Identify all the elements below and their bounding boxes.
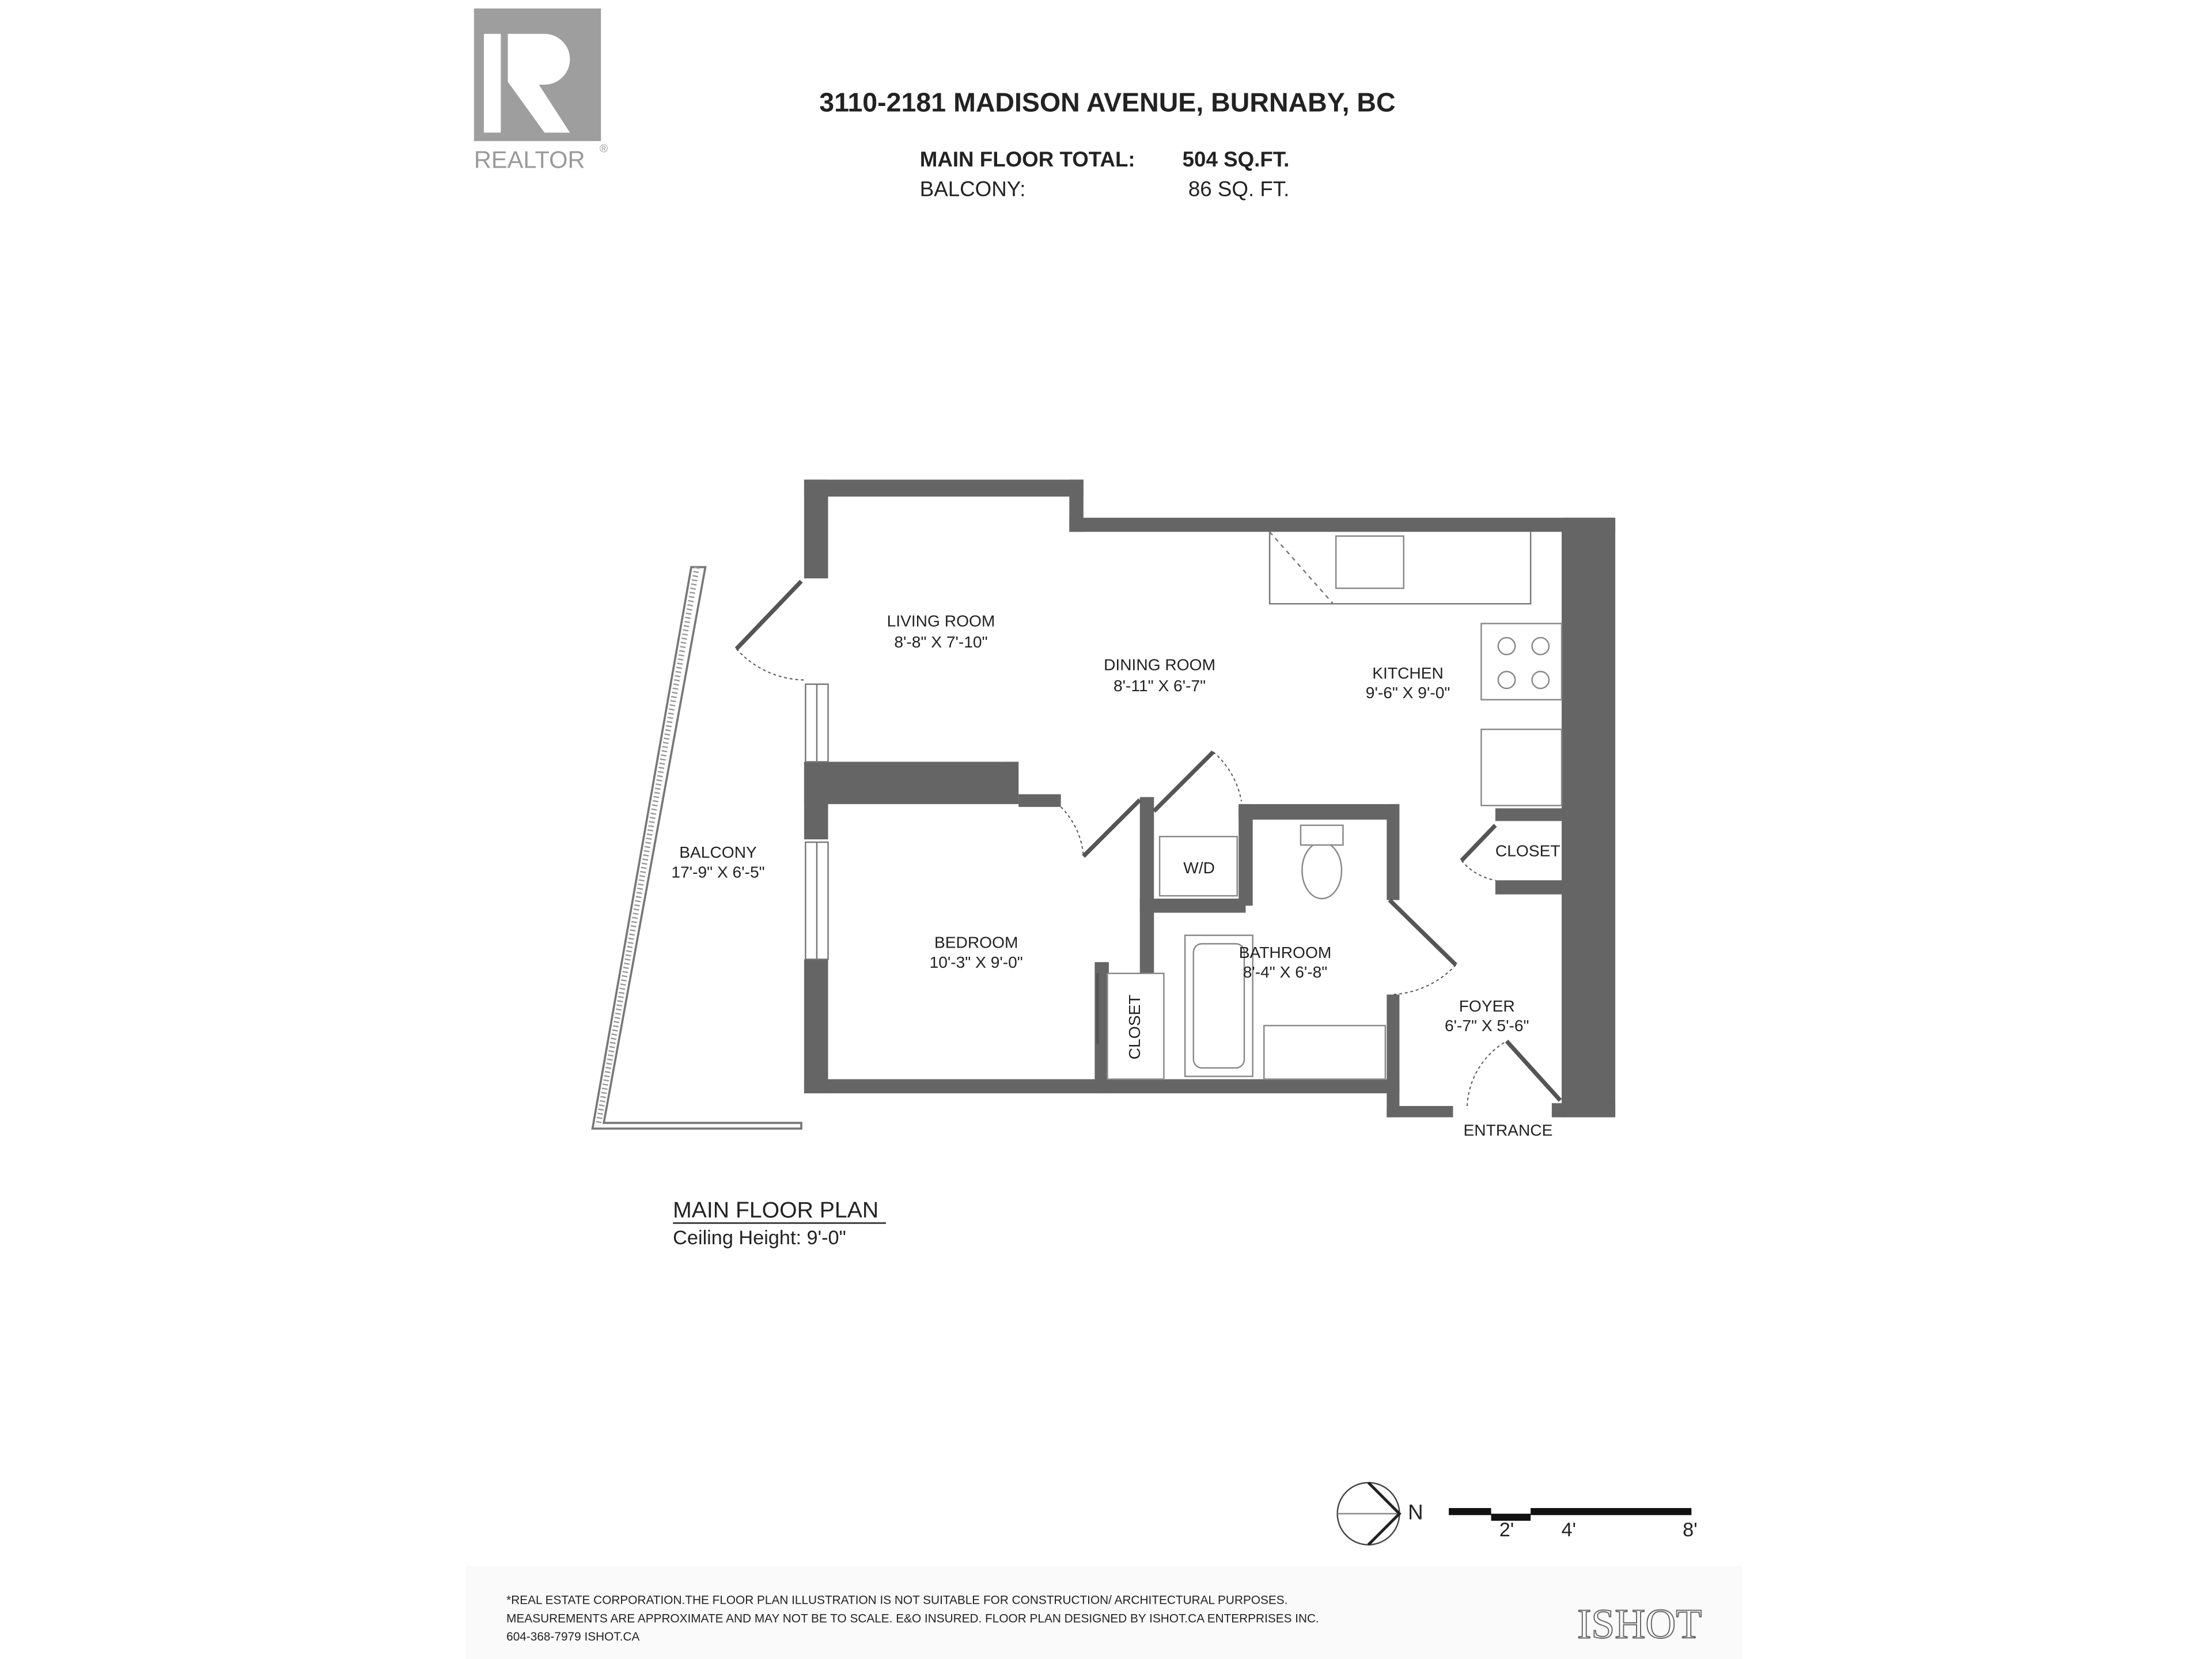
balcony-size: 17'-9" X 6'-5" [671,863,764,881]
plan-title: MAIN FLOOR PLAN [673,1198,878,1222]
balcony-label: BALCONY [679,843,757,861]
logo-mark: ® [600,142,608,155]
kitchen-label: KITCHEN [1372,664,1444,682]
disclaimer-line-2: MEASUREMENTS ARE APPROXIMATE AND MAY NOT… [506,1612,1319,1625]
kitchen-counters [1268,531,1563,806]
balcony-outline [591,566,802,1130]
room-labels: LIVING ROOM 8'-8" X 7'-10" DINING ROOM 8… [671,612,1560,1139]
windows [805,683,829,960]
foyer-closet-label: CLOSET [1495,842,1560,860]
balcony-area-label: BALCONY: [920,177,1026,200]
dining-room-label: DINING ROOM [1104,656,1215,673]
compass-icon: N [1336,1482,1423,1546]
bathroom-fixtures [1107,824,1387,1080]
disclaimer-line-1: *REAL ESTATE CORPORATION.THE FLOOR PLAN … [506,1593,1287,1607]
realtor-logo: REALTOR ® [474,8,608,173]
address-title: 3110-2181 MADISON AVENUE, BURNABY, BC [819,87,1395,117]
doors [734,579,1562,1107]
foyer-size: 6'-7" X 5'-6" [1445,1017,1529,1035]
bedroom-closet-label: CLOSET [1126,995,1143,1060]
walls [804,479,1616,1118]
main-floor-value: 504 SQ.FT. [1183,147,1290,171]
bedroom-size: 10'-3" X 9'-0" [930,953,1023,971]
footer-watermark [465,1566,1743,1659]
foyer-label: FOYER [1459,997,1515,1015]
living-room-size: 8'-8" X 7'-10" [894,633,987,651]
bathroom-size: 8'-4" X 6'-8" [1243,963,1328,981]
scale-tick-8: 8' [1683,1519,1698,1541]
main-floor-label: MAIN FLOOR TOTAL: [920,147,1135,171]
dining-room-size: 8'-11" X 6'-7" [1113,677,1206,695]
balcony-area-value: 86 SQ. FT. [1188,177,1290,200]
scale-bar: 2' 4' 8' [1449,1508,1698,1541]
washer-dryer-label: W/D [1183,859,1215,877]
disclaimer-line-3: 604-368-7979 ISHOT.CA [506,1630,639,1643]
bedroom-label: BEDROOM [934,934,1018,952]
compass-north: N [1408,1501,1423,1524]
bathroom-label: BATHROOM [1239,944,1332,961]
scale-tick-2: 2' [1499,1519,1514,1541]
scale-tick-4: 4' [1561,1519,1576,1541]
living-room-label: LIVING ROOM [887,612,995,630]
ishot-logo: ISHOT [1577,1600,1702,1647]
ceiling-height: Ceiling Height: 9'-0" [673,1227,846,1249]
kitchen-size: 9'-6" X 9'-0" [1366,684,1450,702]
entrance-label: ENTRANCE [1464,1121,1553,1139]
logo-text: REALTOR [474,146,585,173]
